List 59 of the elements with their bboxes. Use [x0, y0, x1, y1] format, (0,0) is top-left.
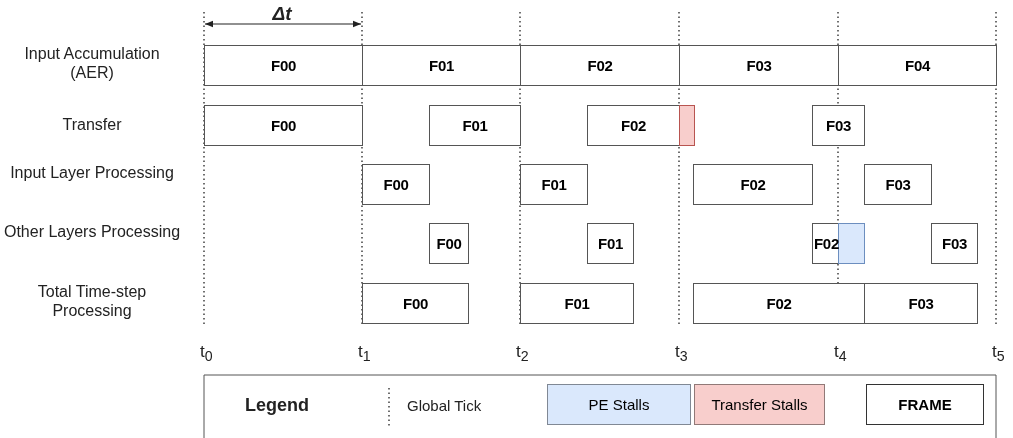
frame-label: F02	[766, 295, 792, 312]
frame-box	[520, 45, 680, 86]
frame-label: F03	[908, 295, 934, 312]
frame-box	[587, 105, 680, 146]
frame-box	[204, 45, 363, 86]
frame-box	[693, 164, 813, 205]
frame-box	[587, 223, 634, 264]
frame-label: F03	[746, 57, 772, 74]
frame-box	[812, 105, 865, 146]
frame-box	[679, 45, 839, 86]
frame-box	[362, 283, 469, 324]
frame-box	[864, 164, 932, 205]
delta-t-label: Δt	[271, 3, 293, 26]
frame-box	[429, 223, 469, 264]
frame-label: F01	[598, 235, 623, 252]
row-label: Input Accumulation (AER)	[23, 44, 161, 83]
row-label: Transfer	[61, 115, 123, 135]
row-label: Input Layer Processing	[9, 163, 175, 183]
frame-label: F00	[271, 117, 296, 134]
transfer-stall-block	[679, 105, 695, 146]
legend-title: Legend	[245, 395, 309, 417]
time-tick-label: t$_{1}$	[358, 342, 371, 366]
frame-label: F00	[436, 235, 462, 252]
legend-swatch: Transfer Stalls	[694, 384, 825, 425]
frame-box	[204, 105, 363, 146]
frame-label: F01	[541, 176, 567, 193]
time-tick-label: t$_{0}$	[200, 342, 213, 366]
frame-box	[864, 283, 978, 324]
frame-label: F00	[383, 176, 409, 193]
frame-box	[931, 223, 978, 264]
frame-label: F03	[885, 176, 911, 193]
legend-swatch: PE Stalls	[547, 384, 691, 425]
frame-box	[362, 45, 521, 86]
frame-label: F00	[271, 57, 296, 74]
time-tick-label: t$_{2}$	[516, 342, 529, 366]
frame-label: F02	[621, 117, 646, 134]
time-tick-label: t$_{5}$	[992, 342, 1005, 366]
frame-label: F03	[942, 235, 967, 252]
frame-box	[693, 283, 865, 324]
row-label: Other Layers Processing	[2, 222, 182, 242]
row-label: Total Time-step Processing	[36, 282, 148, 321]
legend-text: Global Tick	[407, 397, 482, 415]
frame-label: F02	[587, 57, 613, 74]
time-tick-label: t$_{3}$	[675, 342, 688, 366]
frame-label: F01	[429, 57, 454, 74]
frame-label: F01	[564, 295, 590, 312]
frame-box	[838, 45, 997, 86]
frame-label: F00	[403, 295, 428, 312]
frame-box	[362, 164, 430, 205]
legend-frame-sample: FRAME	[866, 384, 984, 425]
frame-label: F04	[905, 57, 930, 74]
time-tick-label: t$_{4}$	[834, 342, 847, 366]
frame-box	[429, 105, 521, 146]
frame-label: F01	[462, 117, 488, 134]
frame-box	[520, 164, 588, 205]
frame-label: F03	[826, 117, 851, 134]
pe-stall-block	[838, 223, 865, 264]
frame-box	[520, 283, 634, 324]
frame-label: F02	[740, 176, 766, 193]
